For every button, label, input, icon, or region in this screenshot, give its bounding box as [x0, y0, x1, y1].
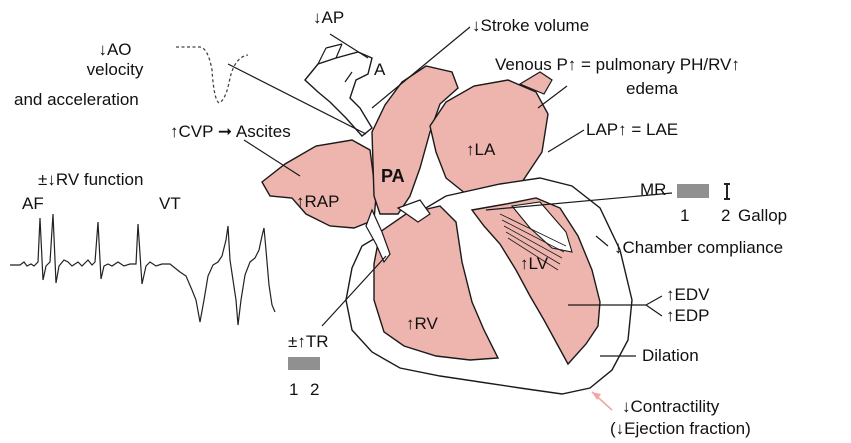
mr-murmur-icon — [678, 184, 708, 198]
tr-murmur-icon — [289, 357, 319, 370]
label-lap-a: LAP — [586, 120, 618, 139]
label-ao-line2: velocity — [40, 60, 190, 80]
tr-up-arrow — [297, 332, 306, 351]
label-ascites-text: Ascites — [236, 122, 291, 141]
label-lap-b: = LAE — [627, 120, 679, 139]
label-tr: ± TR — [288, 332, 329, 352]
label-gallop: Gallop — [738, 206, 787, 226]
label-la-text: LA — [475, 140, 496, 159]
label-lv-text: LV — [529, 254, 549, 273]
aortic-arch — [305, 52, 372, 136]
gallop-sound-icon — [724, 184, 730, 199]
rv-up-arrow — [731, 55, 740, 74]
ejection-down-arrow — [616, 419, 625, 438]
label-rv-function: ± RV function — [38, 170, 143, 190]
cvp-right-arrow: ➞ — [213, 122, 236, 141]
label-a: A — [374, 60, 385, 80]
label-edv-text: EDV — [675, 285, 710, 304]
label-mr: MR — [640, 180, 666, 200]
label-venous-b: = pulmonary PH/RV — [576, 55, 731, 74]
label-edp-text: EDP — [675, 306, 710, 325]
label-lv: LV — [520, 254, 548, 274]
label-rv-function-text: RV function — [56, 170, 144, 189]
label-ap: AP — [313, 8, 344, 28]
ecg-rhythm-trace — [10, 214, 275, 325]
label-rap: RAP — [296, 192, 339, 212]
label-ap-text: AP — [322, 8, 345, 27]
label-chamber-compliance: Chamber compliance — [614, 238, 783, 258]
label-venous-line2: edema — [626, 79, 678, 99]
label-ejection-fraction: (Ejection fraction) — [610, 419, 751, 439]
rv-function-down-arrow — [47, 170, 56, 189]
label-ao-line3: and acceleration — [14, 90, 139, 110]
leader-lap — [548, 130, 584, 152]
label-venous-a: Venous P — [495, 55, 568, 74]
label-chamber-compliance-text: Chamber compliance — [623, 238, 784, 257]
label-tr-pm: ± — [288, 332, 297, 351]
label-stroke-volume: Stroke volume — [472, 16, 589, 36]
label-dilation: Dilation — [642, 346, 699, 366]
label-ao-block: AO velocity — [40, 40, 190, 80]
label-af: AF — [22, 194, 44, 214]
label-rap-text: RAP — [305, 192, 340, 211]
label-contractility-text: Contractility — [631, 397, 720, 416]
label-lap: LAP = LAE — [586, 120, 678, 140]
right-atrium — [262, 140, 376, 228]
label-stroke-volume-text: Stroke volume — [481, 16, 590, 35]
label-la: LA — [466, 140, 495, 160]
label-rv-text: RV — [415, 314, 438, 333]
label-edp: EDP — [666, 306, 709, 326]
label-venous-line1: Venous P = pulmonary PH/RV — [495, 55, 740, 75]
label-edv: EDV — [666, 285, 709, 305]
label-cvp-text: CVP — [179, 122, 214, 141]
label-mr-1: 1 — [680, 206, 689, 226]
label-ao-line1: AO — [40, 40, 190, 60]
lap-up-arrow — [618, 120, 627, 139]
label-rv-function-pm: ± — [38, 170, 47, 189]
label-cvp: CVP ➞ Ascites — [170, 122, 291, 142]
label-ao-text: AO — [107, 40, 132, 59]
leader-cvp — [244, 140, 300, 176]
label-tr-text: TR — [306, 332, 329, 351]
venous-up-arrow — [568, 55, 577, 74]
label-tr-1: 1 — [289, 380, 298, 400]
label-rv: RV — [406, 314, 438, 334]
label-contractility: Contractility — [622, 397, 719, 417]
label-tr-2: 2 — [310, 380, 319, 400]
cvp-up-arrow — [170, 122, 179, 141]
label-mr-2: 2 — [721, 206, 730, 226]
label-vt: VT — [159, 194, 181, 214]
label-ejection-fraction-text: Ejection fraction) — [624, 419, 751, 438]
label-pa: PA — [381, 166, 405, 186]
